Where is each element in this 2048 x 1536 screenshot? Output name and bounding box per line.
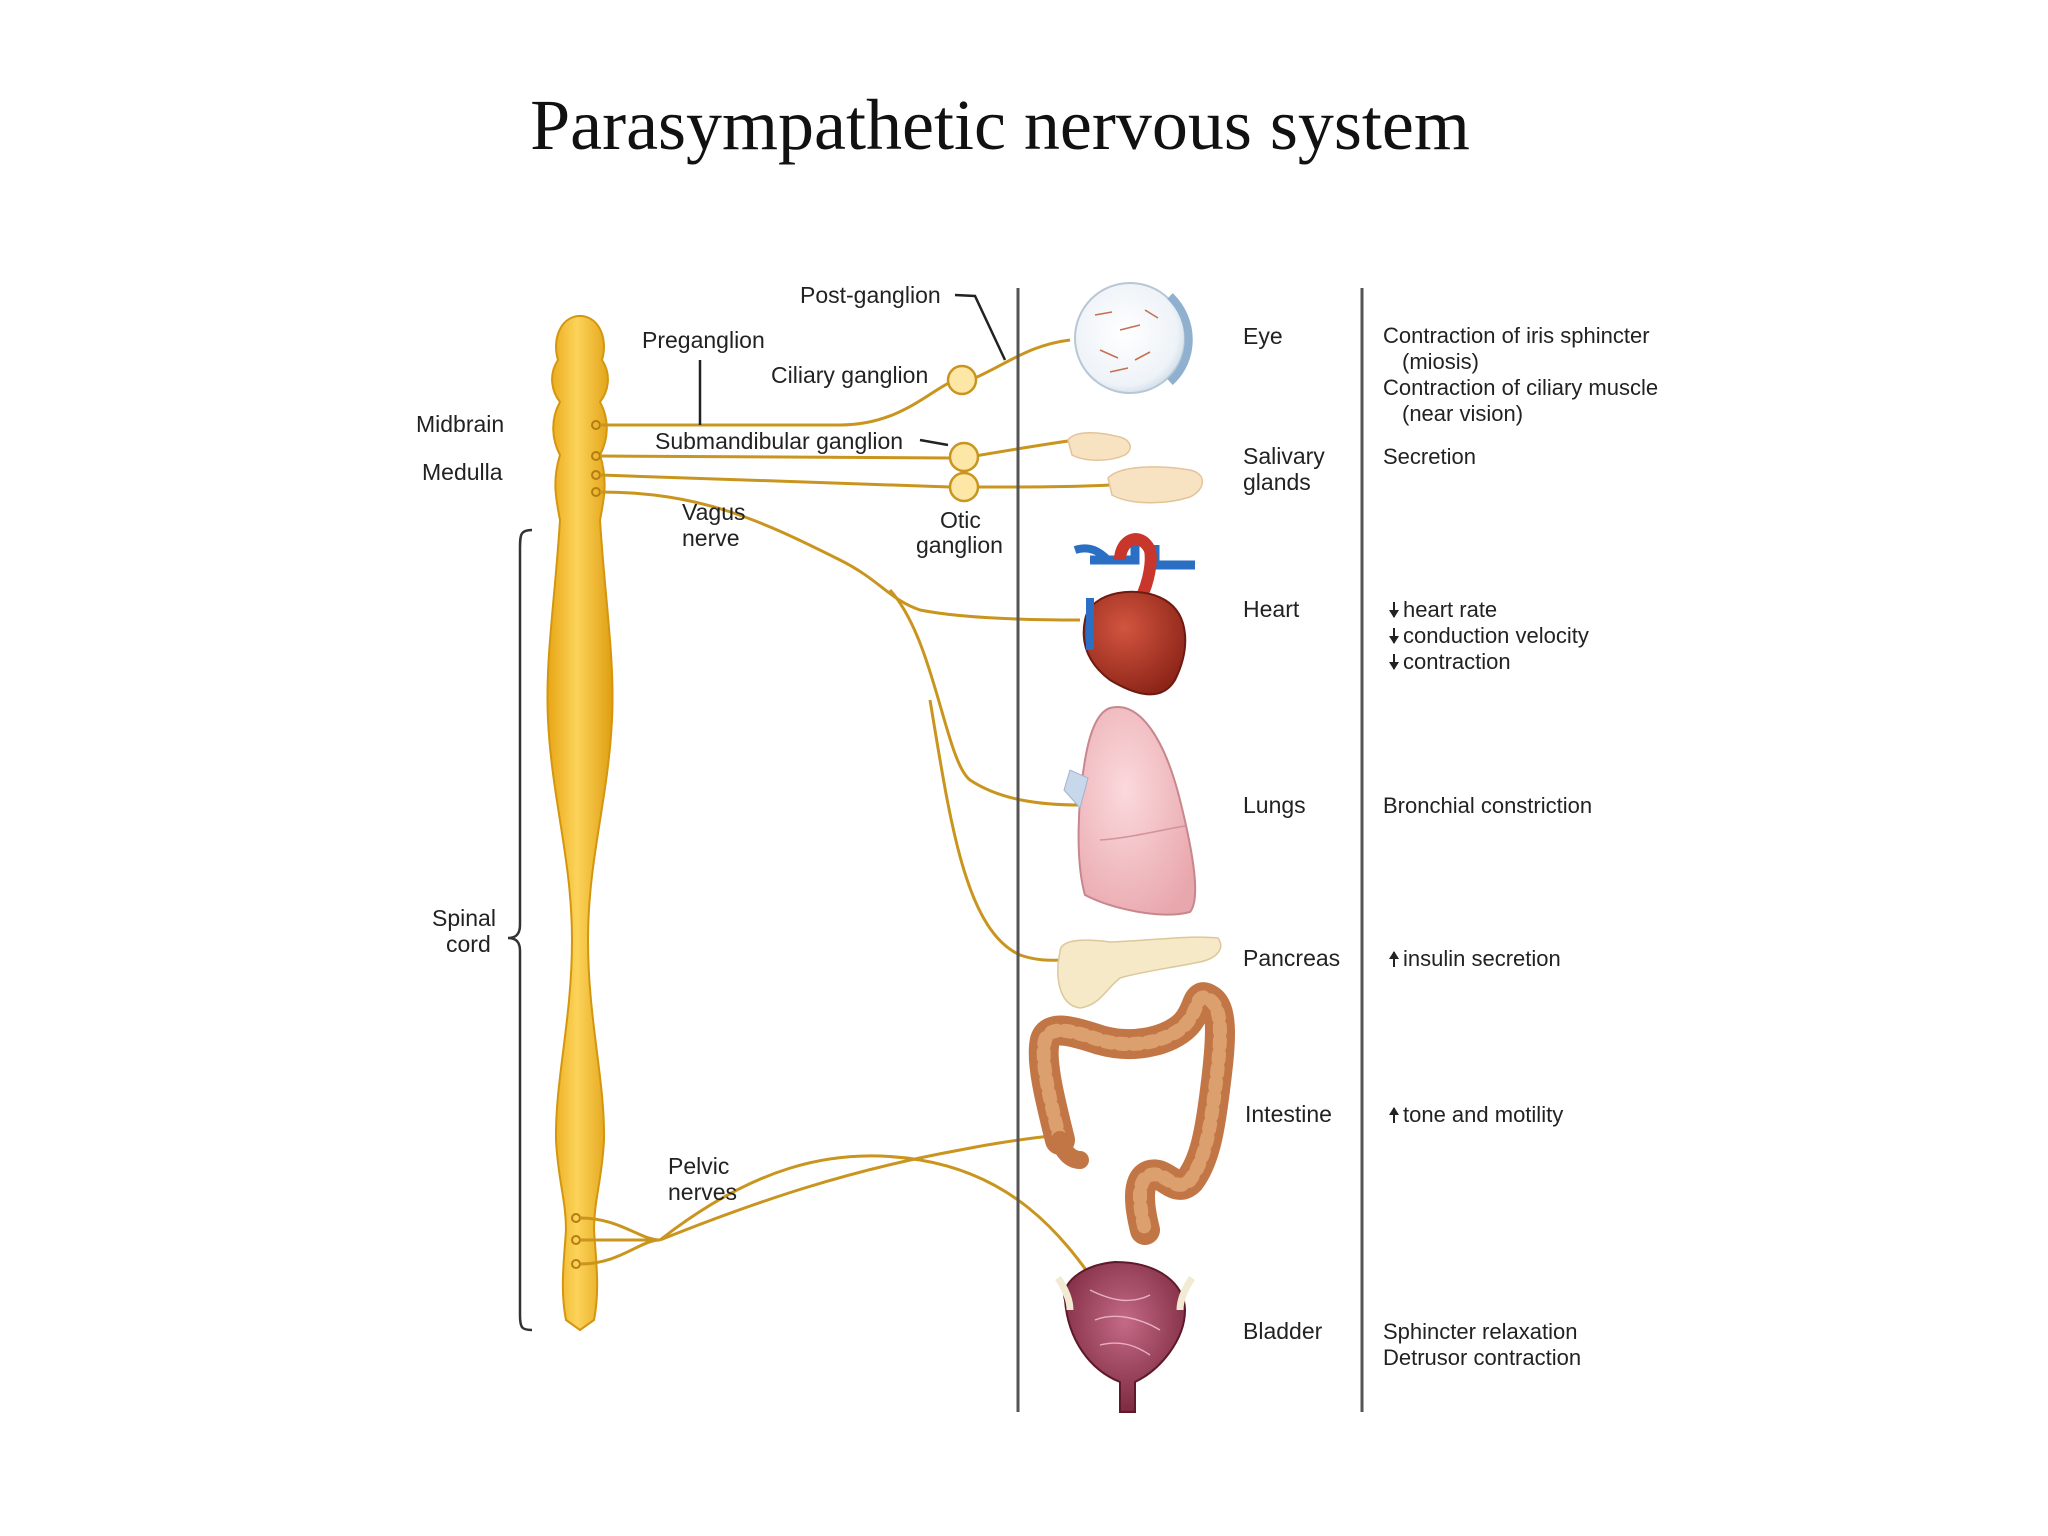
organ-pancreas-label: Pancreas: [1243, 945, 1340, 971]
pelvic-to-bladder: [659, 1154, 1102, 1291]
otic-ganglion: [948, 471, 980, 503]
organ-lungs-label: Lungs: [1243, 792, 1306, 818]
medulla-label: Medulla: [422, 459, 503, 485]
submandibular-ganglion-label: Submandibular ganglion: [655, 428, 903, 454]
leader-lines: [698, 293, 1007, 447]
effect-heart-3: contraction: [1403, 649, 1511, 674]
vagus-pancreas-branch: [928, 699, 1066, 962]
organ-salivary-label-line2: glands: [1243, 469, 1311, 495]
ciliary-ganglion: [946, 364, 978, 396]
vagus-nerve: [599, 490, 1081, 622]
effect-bladder-1: Sphincter relaxation: [1383, 1319, 1577, 1344]
arrow-down-icons: [1389, 602, 1399, 670]
glossopharyngeal-nerve: [599, 473, 951, 489]
effect-intestine-1: tone and motility: [1403, 1102, 1563, 1127]
pelvic-nerves-label-line1: Pelvic: [668, 1153, 729, 1179]
effect-bladder-2: Detrusor contraction: [1383, 1345, 1581, 1370]
salivary-glands-illustration: [1067, 432, 1204, 504]
effect-eye-3: Contraction of ciliary muscle: [1383, 375, 1658, 400]
organ-bladder-label: Bladder: [1243, 1318, 1323, 1344]
effect-lungs-1: Bronchial constriction: [1383, 793, 1592, 818]
preganglion-label: Preganglion: [642, 327, 765, 353]
slide-title: Parasympathetic nervous system: [530, 85, 1470, 165]
heart-illustration: [1073, 533, 1195, 696]
otic-ganglion-label-line2: ganglion: [916, 532, 1003, 558]
ciliary-ganglion-label: Ciliary ganglion: [771, 362, 928, 388]
vagus-nerve-label-line1: Vagus: [682, 499, 746, 525]
effect-eye-2: (miosis): [1402, 349, 1479, 374]
facial-nerve: [599, 454, 951, 460]
midbrain-label: Midbrain: [416, 411, 504, 437]
organ-eye-label: Eye: [1243, 323, 1283, 349]
intestine-illustration: [1028, 982, 1235, 1245]
effect-heart-1: heart rate: [1403, 597, 1497, 622]
bladder-illustration: [1055, 1260, 1195, 1413]
submandibular-postganglionic: [974, 438, 1076, 458]
spinal-cord-label-line1: Spinal: [432, 905, 496, 931]
organ-salivary-label-line1: Salivary: [1243, 443, 1325, 469]
effect-eye-4: (near vision): [1402, 401, 1523, 426]
otic-ganglion-label-line1: Otic: [940, 507, 981, 533]
spinal-cord: [546, 315, 614, 1332]
organ-heart-label: Heart: [1243, 596, 1300, 622]
spinal-cord-label-line2: cord: [446, 931, 491, 957]
oculomotor-nerve: [600, 378, 956, 427]
effect-salivary-1: Secretion: [1383, 444, 1476, 469]
pelvic-nerves-label-line2: nerves: [668, 1179, 737, 1205]
organ-intestine-label: Intestine: [1245, 1101, 1332, 1127]
ganglia: [946, 364, 980, 503]
ciliary-postganglionic: [974, 338, 1071, 380]
pelvic-nerve-3: [579, 1238, 661, 1266]
post-ganglion-label: Post-ganglion: [800, 282, 941, 308]
arrow-up-icons: [1389, 951, 1399, 1123]
spinal-cord-brace: [507, 528, 533, 1332]
effect-heart-2: conduction velocity: [1403, 623, 1589, 648]
effect-pancreas-1: insulin secretion: [1403, 946, 1561, 971]
nerve-paths: [579, 338, 1111, 1291]
vagus-lung-branch: [888, 588, 1081, 807]
submandibular-ganglion: [948, 441, 980, 473]
vagus-nerve-label-line2: nerve: [682, 525, 740, 551]
lungs-illustration: [1063, 705, 1197, 916]
eye-illustration: [1074, 282, 1193, 394]
pancreas-illustration: [1057, 936, 1222, 1009]
otic-postganglionic: [974, 483, 1111, 489]
effect-eye-1: Contraction of iris sphincter: [1383, 323, 1650, 348]
